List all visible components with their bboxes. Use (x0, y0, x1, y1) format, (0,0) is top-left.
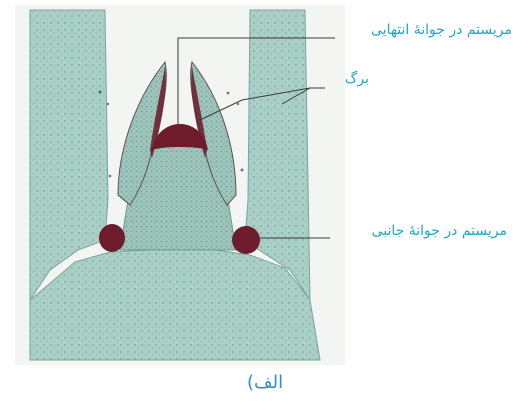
label-lateral-meristem: مریستم در جوانهٔ جانبی (372, 223, 507, 239)
right-lateral-meristem (232, 226, 260, 254)
label-apical-meristem: مریستم در جوانهٔ انتهایی (371, 22, 512, 38)
label-leaf: برگ (345, 71, 369, 87)
main-axis-base (30, 250, 320, 360)
left-lateral-meristem (99, 224, 125, 252)
figure-caption: الف) (247, 372, 283, 393)
